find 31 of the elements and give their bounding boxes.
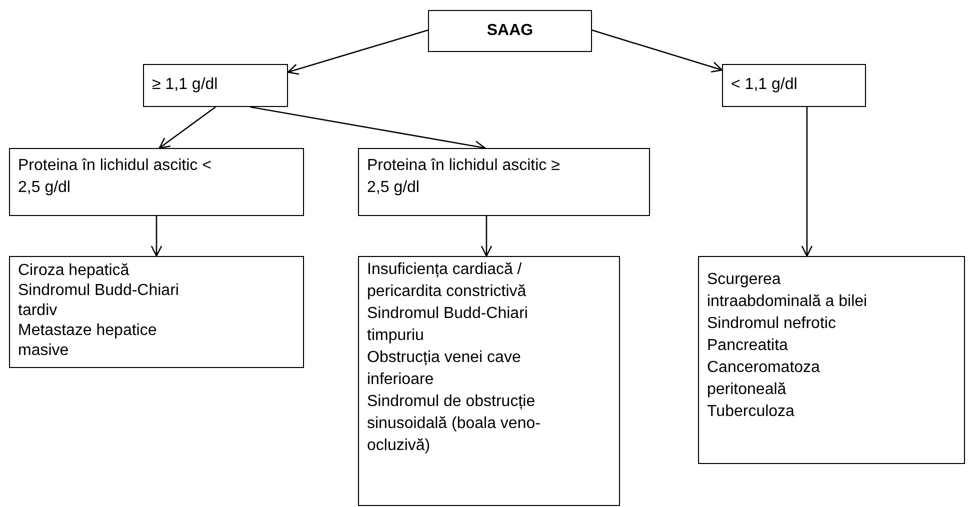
arrow [287,30,428,75]
box-text: Proteina în lichidul ascitic < 2,5 g/dl [18,156,212,198]
flow-box [358,148,650,216]
flow-box [9,256,304,368]
box-text: SAAG [486,21,534,41]
box-text: Sindromul nefrotic [707,314,837,334]
flow-box [722,64,866,107]
flow-box [9,148,304,216]
arrow [592,30,723,73]
box-text: Tuberculoza [707,402,796,422]
box-text: Pancreatita [707,336,789,356]
flow-box [698,256,965,464]
box-text: Canceromatoza peritoneală [707,358,821,400]
box-text: < 1,1 g/dl [731,75,798,95]
box-text: Sindromul Budd-Chiari timpuriu [367,304,529,346]
box-text: Sindromul de obstrucție sinusoidală (boala veno-ocluzivă) [367,392,542,456]
box-text: Insuficiența cardiacă / pericardita constrictivă [367,260,528,302]
arrow [480,216,492,257]
flow-box [143,64,288,107]
box-text: ≥ 1,1 g/dl [152,75,219,95]
box-text: Scurgerea intraabdominală a bilei [707,270,868,312]
box-text: Proteina în lichidul ascitic ≥ 2,5 g/dl [367,156,561,198]
box-text: Ciroza hepatică [18,261,130,281]
arrow [158,106,216,149]
box-text: Sindromul Budd-Chiari tardiv [18,281,180,321]
flow-box [358,256,620,506]
box-text: Metastaze hepatice masive [18,321,158,361]
box-text: Obstrucția venei cave inferioare [367,348,522,390]
arrow [150,216,162,257]
flow-box [428,10,592,52]
arrow [801,107,813,257]
